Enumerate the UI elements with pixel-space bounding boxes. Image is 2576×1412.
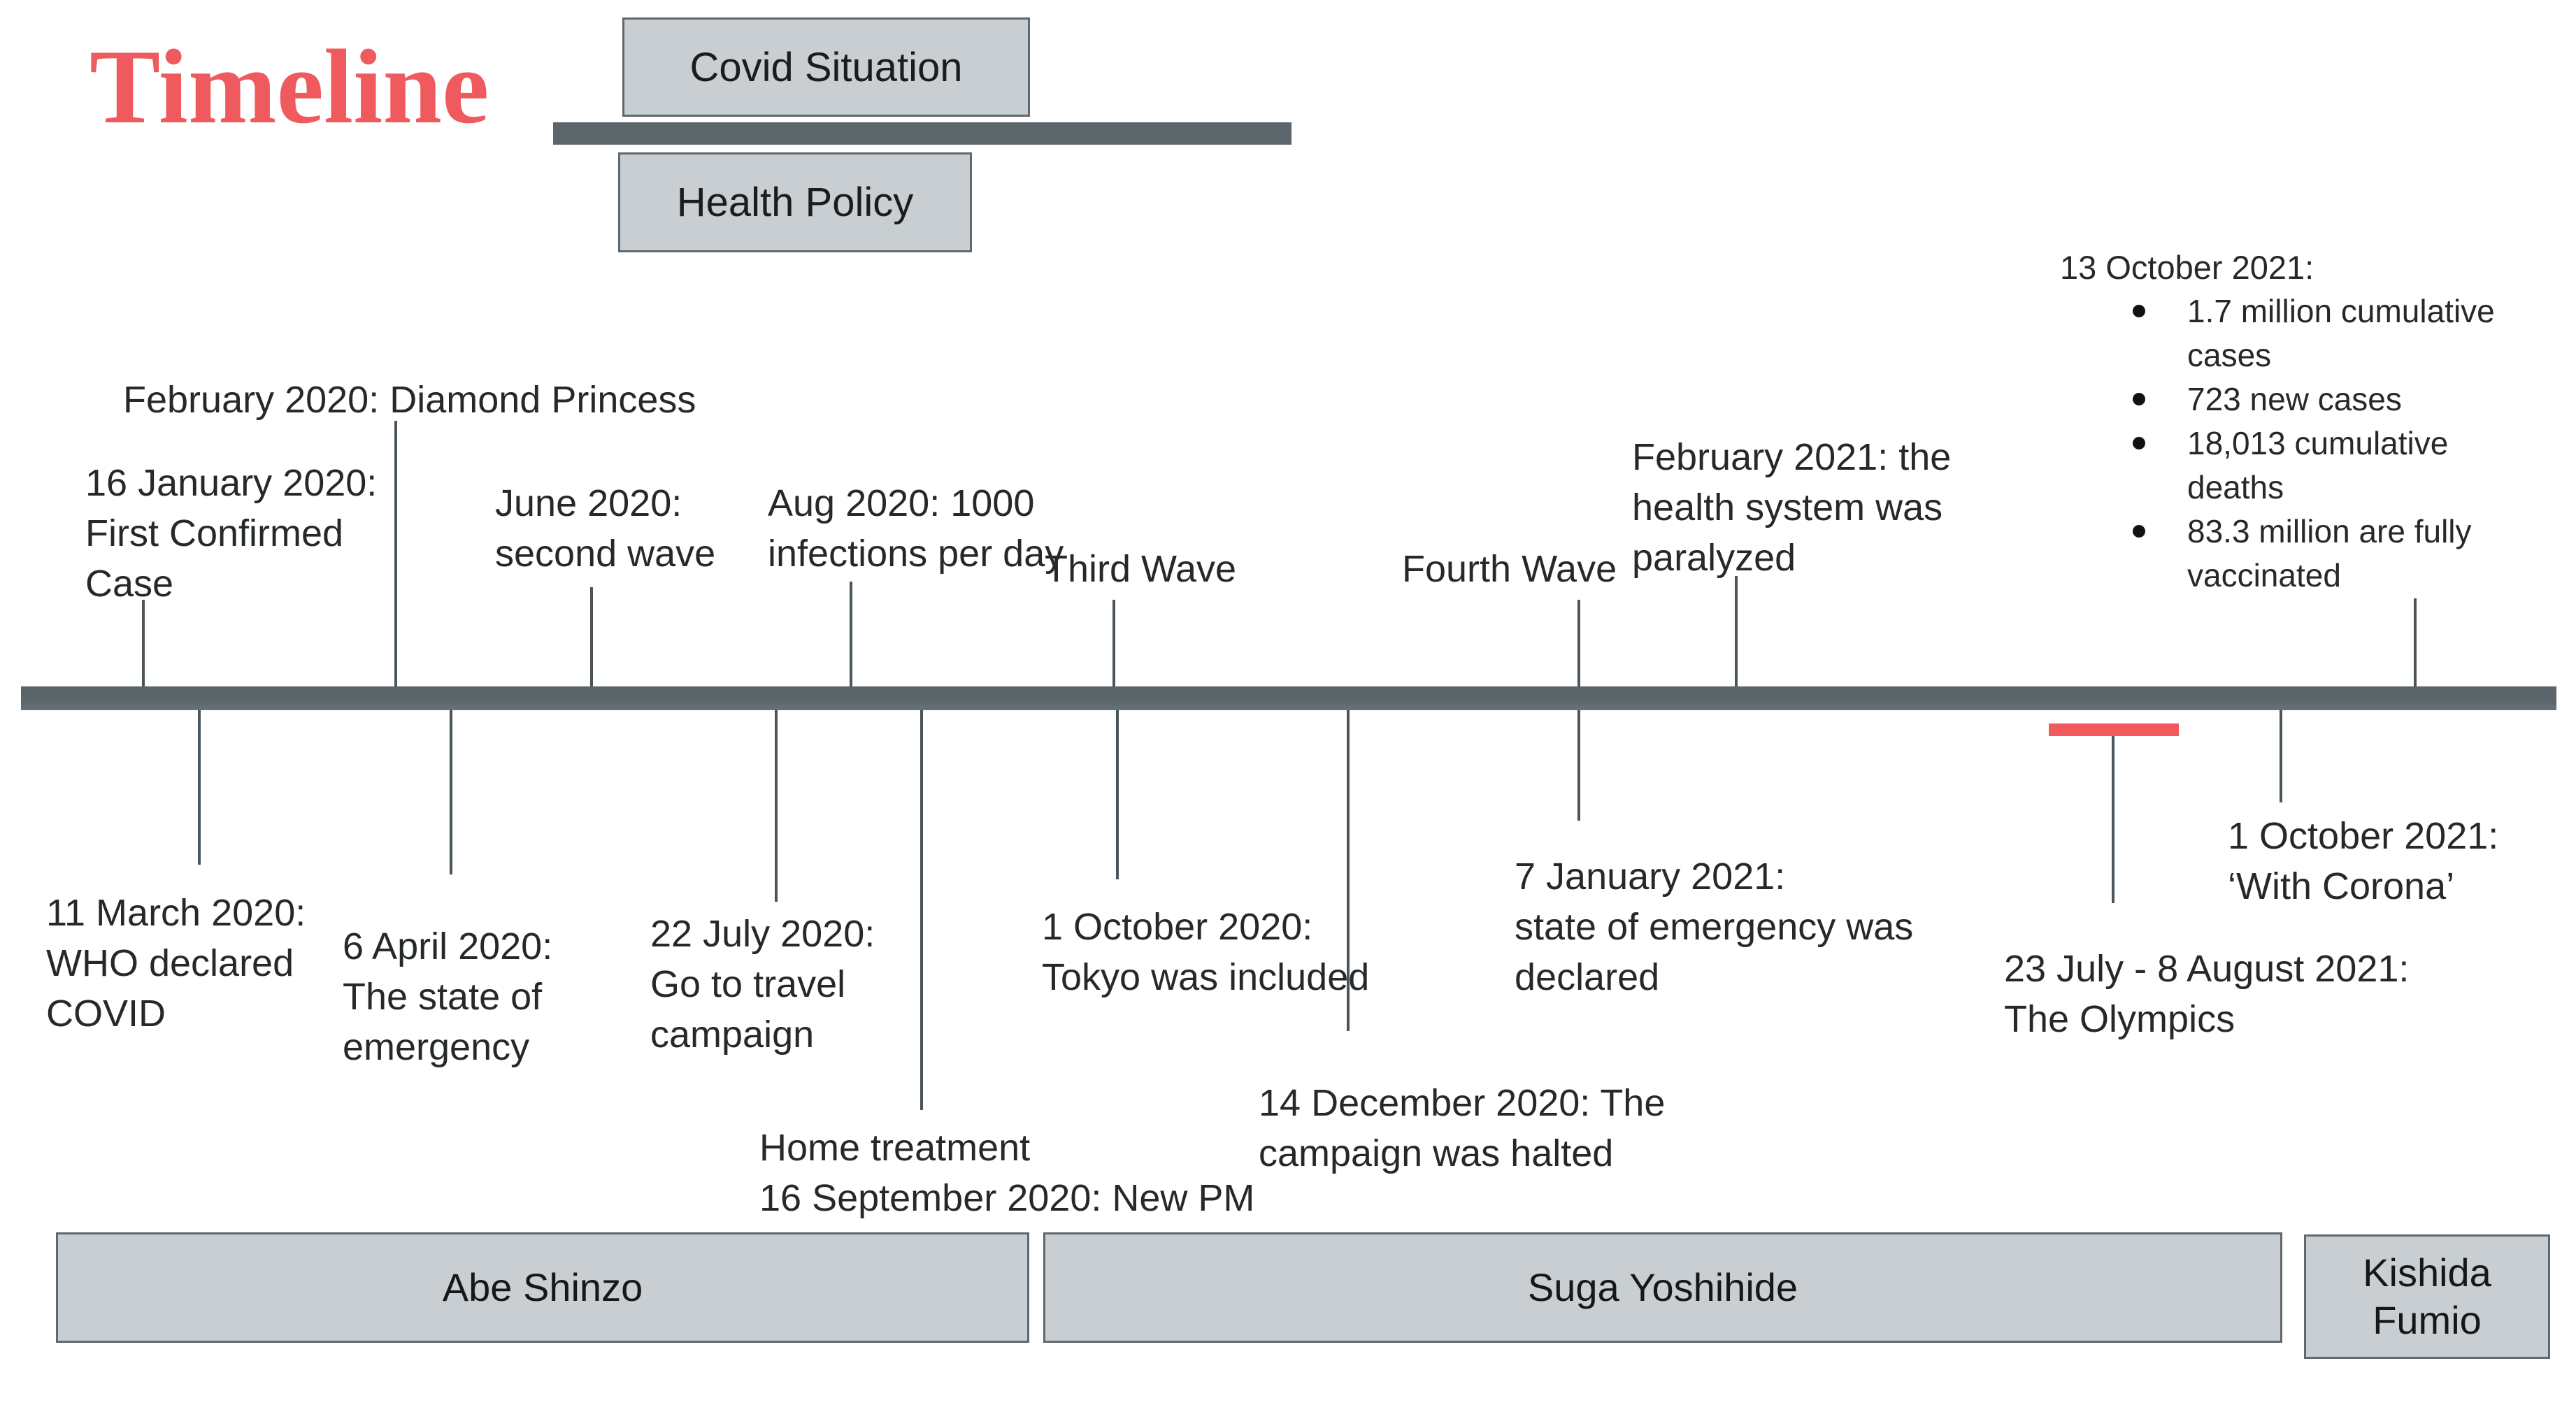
covid-situation-label: Covid Situation xyxy=(689,44,963,90)
bullet-icon xyxy=(2133,393,2145,405)
tick-campaign-halted xyxy=(1347,710,1350,1031)
tick-olympics xyxy=(2112,736,2115,903)
tick-tokyo-included xyxy=(1116,710,1119,879)
tick-third-wave xyxy=(1112,600,1115,686)
tick-state-of-emergency-2021 xyxy=(1577,710,1580,821)
status-item-new-cases: 723 new cases xyxy=(2060,377,2549,422)
tick-health-system-paralyzed xyxy=(1735,576,1738,686)
pm-box-abe-shinzo: Abe Shinzo xyxy=(56,1232,1029,1343)
tick-with-corona xyxy=(2280,710,2282,802)
event-tokyo-included: 1 October 2020:Tokyo was included xyxy=(1042,906,1370,998)
status-list-header: 13 October 2021: xyxy=(2060,249,2314,286)
health-policy-label: Health Policy xyxy=(676,180,914,225)
tick-aug-1000-infections xyxy=(850,582,852,686)
tick-diamond-princess xyxy=(394,421,397,686)
event-diamond-princess: February 2020: Diamond Princess xyxy=(123,379,696,421)
health-policy-box: Health Policy xyxy=(618,152,972,252)
bullet-icon xyxy=(2133,525,2145,538)
tick-first-confirmed-case xyxy=(142,600,145,686)
header-axis-bar xyxy=(553,122,1291,145)
olympics-period-marker xyxy=(2049,723,2179,736)
event-second-wave: June 2020:second wave xyxy=(495,482,716,575)
event-third-wave: Third Wave xyxy=(1045,548,1237,590)
tick-go-to-travel xyxy=(775,710,778,902)
main-timeline-bar xyxy=(21,686,2556,710)
covid-situation-box: Covid Situation xyxy=(622,17,1030,117)
tick-state-of-emergency-2020 xyxy=(450,710,452,874)
event-with-corona: 1 October 2021:‘With Corona’ xyxy=(2228,815,2499,907)
pm-box-suga-yoshihide: Suga Yoshihide xyxy=(1043,1232,2282,1343)
tick-who-declared-covid xyxy=(198,710,201,865)
tick-status-13-october xyxy=(2414,598,2417,686)
tick-second-wave xyxy=(590,587,593,686)
event-olympics: 23 July - 8 August 2021:The Olympics xyxy=(2004,948,2410,1040)
bullet-icon xyxy=(2133,437,2145,449)
bullet-icon xyxy=(2133,305,2145,317)
event-fourth-wave: Fourth Wave xyxy=(1402,548,1617,590)
tick-home-treatment-new-pm xyxy=(920,710,923,1110)
page-title: Timeline xyxy=(90,28,489,145)
tick-fourth-wave xyxy=(1577,600,1580,686)
